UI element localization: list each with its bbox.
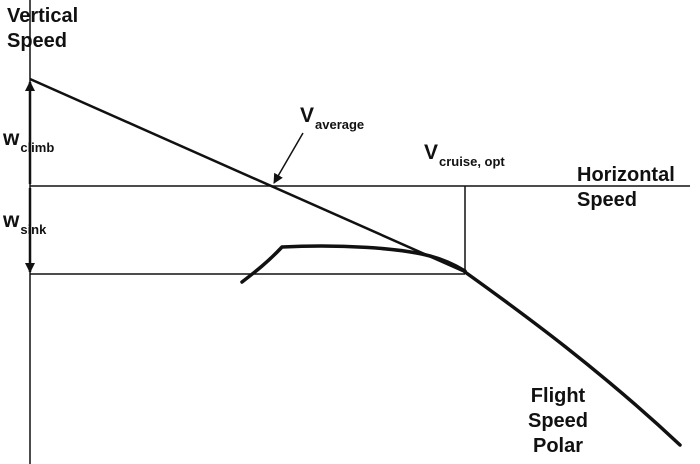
glide-curve xyxy=(240,244,467,284)
w-sink-label: wsink xyxy=(3,209,47,237)
vertical-axis-title: Vertical Speed xyxy=(7,5,79,52)
horizontal-axis-title: Horizontal Speed xyxy=(577,164,675,211)
flight-speed-polar-curve xyxy=(463,270,682,447)
v-average-pointer-arrow xyxy=(273,132,304,184)
w-climb-label: wclimb xyxy=(3,127,55,155)
v-cruise-opt-label: Vcruise, opt xyxy=(424,141,505,169)
speed-to-fly-tangent-line xyxy=(29,77,466,274)
v-average-label: Vaverage xyxy=(300,104,365,132)
flight-speed-polar-label: Flight Speed Polar xyxy=(528,385,589,457)
